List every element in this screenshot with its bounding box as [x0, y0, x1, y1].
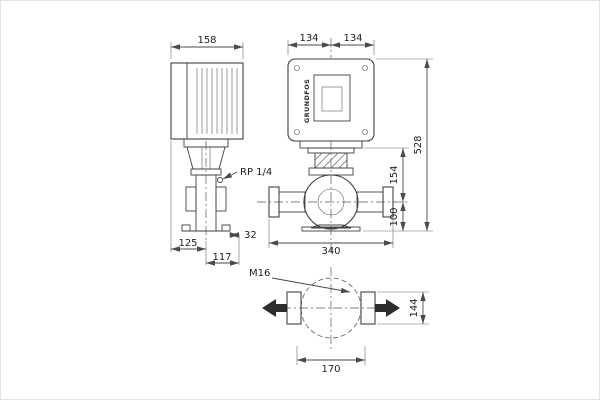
motor-fins [196, 68, 238, 134]
dim-label-m16: M16 [249, 268, 270, 279]
brand-label: GRUNDFOS [303, 79, 311, 123]
motor-side [170, 62, 244, 140]
front-view: GRUNDFOS [257, 33, 433, 257]
dim-foot-left-125: 125 [170, 141, 207, 265]
foot-left [181, 224, 191, 232]
dim-foot-right-117: 117 [206, 252, 239, 266]
pump-side [181, 168, 231, 232]
volute [303, 174, 359, 230]
bolt-icon [294, 65, 300, 71]
callout-port: RP 1/4 [222, 167, 272, 180]
dim-label-154: 154 [389, 165, 400, 184]
vent-plug [217, 177, 223, 183]
nameplate [321, 86, 343, 112]
dim-label-125: 125 [178, 238, 197, 249]
dim-total-height-528: 528 [376, 58, 433, 231]
dim-port-height-154: 154 [363, 147, 409, 202]
dim-label-134-right: 134 [343, 33, 362, 44]
dim-offset-32: 32 [229, 230, 257, 265]
terminal-box [313, 74, 351, 122]
dim-label-528: 528 [413, 135, 424, 154]
bolt-icon [362, 129, 368, 135]
base-plate [301, 226, 361, 232]
dim-label-144: 144 [409, 298, 420, 317]
dim-flange-144: 144 [377, 291, 429, 325]
pump-front [268, 167, 394, 232]
dim-length-340: 340 [268, 219, 394, 257]
foot-right [221, 224, 231, 232]
dim-label-32: 32 [244, 230, 257, 241]
dim-label-117: 117 [212, 252, 231, 263]
bolt-icon [294, 129, 300, 135]
flange-right [382, 186, 394, 218]
dim-width-158: 158 [170, 35, 244, 59]
dim-label-100: 100 [389, 207, 400, 226]
flange-left [268, 186, 280, 218]
callout-bolt-thread: M16 [249, 268, 351, 294]
dim-bolt-span-170: 170 [296, 346, 366, 375]
dim-label-340: 340 [321, 246, 340, 257]
flow-arrow-right [375, 299, 400, 317]
dim-label-158: 158 [197, 35, 216, 46]
flow-arrow-left [262, 299, 287, 317]
dim-label-134-left: 134 [299, 33, 318, 44]
coupling-front [299, 140, 363, 169]
dim-label-170: 170 [321, 364, 340, 375]
bolt-icon [362, 65, 368, 71]
side-view: 158 RP 1/4 32 125 117 [170, 35, 272, 266]
dim-label-rp14: RP 1/4 [240, 167, 272, 178]
bottom-view: M16 144 170 [249, 267, 429, 375]
motor-front: GRUNDFOS [287, 58, 375, 142]
dim-half-widths-134: 134 134 [287, 33, 375, 55]
dim-base-height-100: 100 [363, 202, 433, 232]
